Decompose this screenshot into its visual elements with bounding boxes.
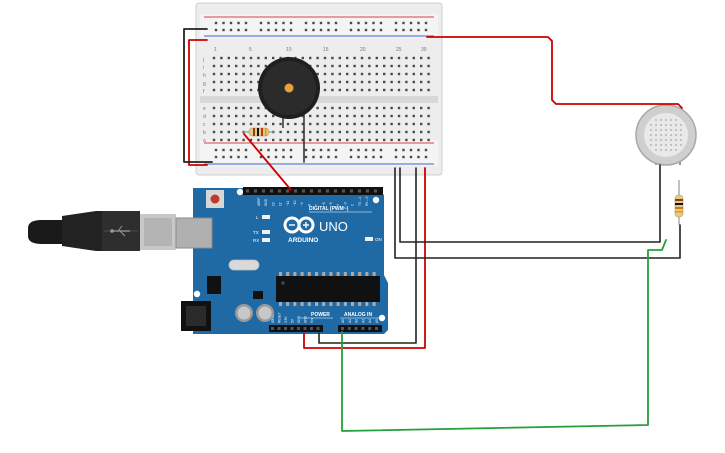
digital-pin-label: ~5 [329, 202, 333, 206]
arduino-logo-icon [283, 216, 315, 234]
bb-col-10: 10 [286, 47, 292, 53]
power-pin-label: GND [304, 315, 308, 323]
digital-pin-label: ~11 [286, 201, 290, 206]
bb-row-c: c [203, 122, 206, 128]
bb-col-1: 1 [214, 47, 217, 53]
digital-pin-label: TX→1 [358, 197, 362, 206]
digital-pin-label: 12 [279, 202, 283, 206]
digital-pin-label: 13 [271, 202, 275, 206]
bb-col-30: 30 [421, 47, 427, 53]
digital-pin-label: ~3 [343, 202, 347, 206]
analog-pin-label: A0 [341, 319, 345, 323]
led-tx [262, 230, 270, 234]
bb-row-a: a [203, 138, 206, 144]
bb-row-b: b [203, 130, 206, 136]
atmega-chip [276, 276, 380, 302]
wire-red-resistor-to-pin [243, 133, 292, 191]
digital-header-pins [246, 189, 377, 193]
bb-row-e: e [203, 106, 206, 112]
power-label: POWER [311, 312, 330, 318]
gas-sensor[interactable] [635, 104, 697, 166]
digital-pin-label: 2 [351, 204, 355, 206]
bb-col-5: 5 [249, 47, 252, 53]
usb-cable[interactable] [28, 211, 176, 251]
power-pin-label: Vin [310, 318, 314, 323]
led-l [262, 215, 270, 219]
breadboard-holes [212, 21, 430, 159]
resistor-breadboard[interactable] [243, 127, 275, 137]
digital-pin-label: RX←0 [365, 196, 369, 206]
bb-row-j: j [202, 57, 204, 63]
crystal-oscillator [228, 259, 260, 271]
led-l-label: L [256, 215, 259, 220]
bb-row-g: g [203, 81, 206, 87]
wire-black-rail-left [183, 28, 213, 163]
power-header [269, 325, 323, 332]
digital-pin-label: 4 [336, 204, 340, 206]
voltage-regulator [207, 276, 221, 294]
wires [183, 28, 683, 432]
usb-port [175, 217, 213, 249]
breadboard-row-letters: j i h g f e d c b a [202, 57, 206, 144]
resistor-gas-sensor[interactable] [674, 180, 684, 225]
wire-black-to-sensor-2 [394, 167, 681, 259]
digital-pwm-label: DIGITAL (PWM~) [309, 206, 349, 212]
led-on [365, 237, 373, 241]
digital-pin-label: GND [264, 198, 268, 206]
power-pin-label: IOREF [271, 313, 275, 323]
bottom-header-pins [271, 327, 378, 330]
led-on-label: ON [375, 237, 382, 242]
bb-row-i: i [203, 65, 204, 71]
power-pin-label: 3.3V [284, 316, 288, 323]
digital-pin-label: ~10 [293, 200, 297, 206]
analog-header [338, 325, 382, 332]
bb-col-20: 20 [360, 47, 366, 53]
wire-red-rail-left [188, 39, 208, 166]
digital-pin-label: ~9 [300, 202, 304, 206]
bb-col-15: 15 [323, 47, 329, 53]
piezo-buzzer[interactable] [258, 57, 320, 128]
bb-row-f: f [203, 89, 205, 95]
breadboard-column-numbers: 1 5 10 15 20 25 30 [214, 47, 427, 53]
digital-pin-label: AREF [257, 197, 261, 206]
analog-in-label: ANALOG IN [344, 312, 372, 318]
usb-icon [110, 225, 130, 237]
bb-col-25: 25 [396, 47, 402, 53]
led-rx [262, 238, 270, 242]
power-pin-label: RESET [278, 312, 282, 323]
led-rx-label: RX [253, 238, 259, 243]
analog-pin-label: A5 [375, 319, 379, 323]
power-pin-label: GND [297, 315, 301, 323]
wire-black-to-gnd [318, 167, 417, 344]
digital-pin-label: 7 [315, 204, 319, 206]
power-pin-label: 5V [291, 318, 295, 323]
analog-pin-label: A2 [355, 319, 359, 323]
digital-pin-label: 8 [307, 204, 311, 206]
analog-pin-label: A1 [348, 319, 352, 323]
arduino-uno-board[interactable]: ARDUINO UNO DIGITAL (PWM~) POWER ANALOG … [175, 187, 388, 334]
analog-pin-label: A3 [361, 319, 365, 323]
gas-sensor-mesh [649, 118, 683, 152]
status-leds: L TX RX ON [253, 215, 382, 243]
bb-row-d: d [203, 114, 206, 120]
model-label: UNO [319, 219, 348, 234]
wire-black-to-sensor-1 [399, 164, 661, 243]
led-tx-label: TX [253, 230, 259, 235]
bb-row-h: h [203, 73, 206, 79]
digital-pin-label: ~6 [322, 202, 326, 206]
arduino-logo-text: ARDUINO [288, 237, 318, 244]
wire-red-to-sensor [426, 36, 683, 109]
analog-pin-label: A4 [368, 319, 372, 323]
wire-green-signal [341, 239, 667, 432]
